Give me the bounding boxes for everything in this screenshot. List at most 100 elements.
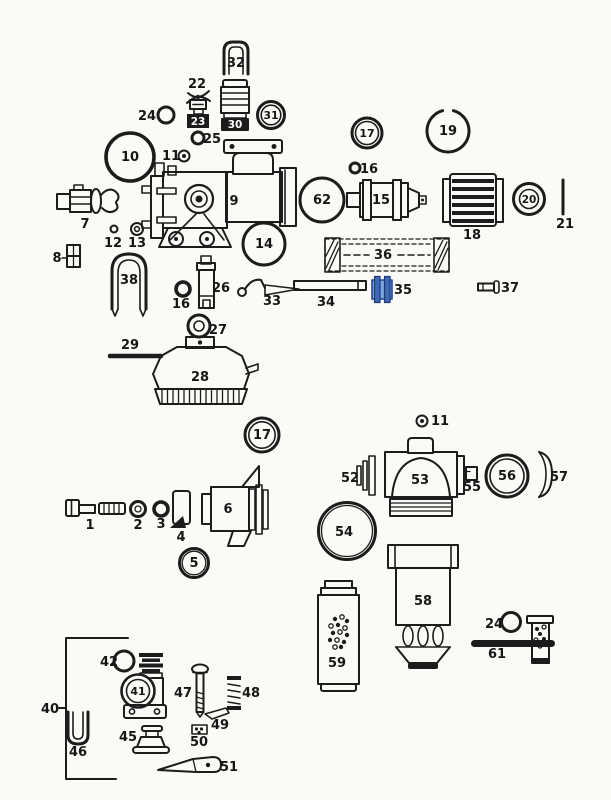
part-61-label: 61 bbox=[488, 647, 506, 662]
part-26-piston[interactable]: 26 bbox=[196, 255, 230, 309]
part-14-label: 14 bbox=[255, 237, 273, 252]
part-49-clip[interactable]: 49 bbox=[204, 707, 230, 733]
part-17-ring-a[interactable]: 17 bbox=[350, 116, 384, 150]
part-29-strip[interactable]: 29 bbox=[107, 338, 164, 359]
part-17-label-b: 17 bbox=[253, 428, 271, 443]
part-7-valve-fitting[interactable]: 7 bbox=[56, 184, 120, 232]
part-27-label: 27 bbox=[209, 323, 227, 338]
part-55-block[interactable]: 55 bbox=[463, 466, 481, 495]
part-42-o-ring[interactable]: 42 bbox=[100, 649, 136, 673]
part-54-seal-ring[interactable]: 54 bbox=[317, 501, 377, 561]
part-51-lever[interactable]: 51 bbox=[157, 756, 238, 775]
part-61-bar[interactable]: 61 bbox=[471, 640, 555, 662]
part-14-ring[interactable]: 14 bbox=[241, 221, 287, 267]
part-58-bowl[interactable]: 58 bbox=[387, 544, 459, 669]
part-24-o-ring-b[interactable]: 24 bbox=[485, 611, 522, 633]
part-11-label-a: 11 bbox=[162, 149, 180, 164]
part-11-grommet-b[interactable]: 11 bbox=[415, 414, 450, 429]
part-28-label: 28 bbox=[191, 370, 209, 385]
part-37-screw[interactable]: 37 bbox=[477, 280, 519, 296]
part-3-label: 3 bbox=[156, 517, 165, 532]
part-18-label: 18 bbox=[463, 228, 481, 243]
part-12-nut[interactable]: 12 bbox=[104, 224, 122, 252]
part-33-lever[interactable]: 33 bbox=[237, 278, 300, 309]
part-40-label: 40 bbox=[41, 702, 59, 717]
part-48-spring[interactable]: 48 bbox=[227, 676, 260, 710]
part-52-discs[interactable]: 52 bbox=[341, 455, 376, 496]
part-8-clip[interactable]: 8 bbox=[52, 244, 81, 268]
part-24-label-b: 24 bbox=[485, 617, 503, 632]
part-22-spring-clip[interactable]: 22 bbox=[186, 77, 211, 104]
part-18-knurled-cap[interactable]: 18 bbox=[442, 173, 504, 243]
part-32-clip[interactable]: 32 bbox=[222, 40, 250, 76]
part-55-label: 55 bbox=[463, 480, 481, 495]
part-5-ring[interactable]: 5 bbox=[178, 547, 210, 579]
part-34-rod[interactable]: 34 bbox=[293, 280, 367, 310]
part-23-plug[interactable]: 23 bbox=[187, 99, 209, 128]
part-57-label: 57 bbox=[550, 470, 568, 485]
part-7-label: 7 bbox=[80, 217, 89, 232]
part-54-label: 54 bbox=[335, 525, 353, 540]
part-62-ring[interactable]: 62 bbox=[298, 176, 346, 224]
part-50-plate[interactable]: 50 bbox=[190, 724, 208, 750]
part-10-ring[interactable]: 10 bbox=[104, 131, 156, 183]
part-46-boot[interactable]: 46 bbox=[66, 710, 90, 760]
part-41-pump-cover[interactable]: 41 bbox=[120, 653, 167, 719]
part-2-washer[interactable]: 2 bbox=[129, 500, 147, 534]
part-42-label: 42 bbox=[100, 655, 118, 670]
part-35-label: 35 bbox=[394, 283, 412, 298]
part-30-filter-element[interactable]: 30 bbox=[220, 79, 250, 131]
part-37-label: 37 bbox=[501, 281, 519, 296]
part-59-filter-canister[interactable]: 59 bbox=[317, 580, 360, 692]
part-4-label: 4 bbox=[176, 530, 185, 545]
part-52-label: 52 bbox=[341, 471, 359, 486]
part-53-cover[interactable]: 53 bbox=[384, 437, 465, 517]
part-15-plunger[interactable]: 15 bbox=[346, 179, 427, 221]
part-16-label-b: 16 bbox=[172, 297, 190, 312]
part-47-screw[interactable]: 47 bbox=[174, 663, 209, 718]
part-5-label: 5 bbox=[189, 556, 198, 571]
part-45-label: 45 bbox=[119, 730, 137, 745]
part-56-ring[interactable]: 56 bbox=[484, 453, 530, 499]
part-21-pin[interactable]: 21 bbox=[556, 178, 574, 232]
part-38-u-bolt[interactable]: 38 bbox=[110, 252, 148, 317]
part-16-o-ring-b[interactable]: 16 bbox=[172, 280, 192, 312]
part-48-label: 48 bbox=[242, 686, 260, 701]
part-20-ring[interactable]: 20 bbox=[512, 182, 546, 216]
part-2-label: 2 bbox=[133, 518, 142, 533]
part-27-ring[interactable]: 27 bbox=[186, 313, 227, 339]
part-16-o-ring-a[interactable]: 16 bbox=[348, 161, 378, 177]
part-46-label: 46 bbox=[69, 745, 87, 760]
part-60-insert[interactable] bbox=[526, 615, 554, 664]
part-4-sleeve[interactable]: 4 bbox=[170, 490, 191, 545]
part-57-disc[interactable]: 57 bbox=[538, 451, 568, 498]
part-25-label: 25 bbox=[203, 132, 221, 147]
part-6-housing[interactable]: 6 bbox=[201, 465, 269, 547]
part-25-clip[interactable]: 25 bbox=[190, 130, 221, 147]
part-50-label: 50 bbox=[190, 735, 208, 750]
part-19-snap-ring[interactable]: 19 bbox=[425, 109, 471, 154]
part-21-label: 21 bbox=[556, 217, 574, 232]
part-45-cap[interactable]: 45 bbox=[119, 725, 170, 754]
part-35-selected-part[interactable]: 35 bbox=[371, 275, 412, 304]
part-9-label: 9 bbox=[229, 194, 238, 209]
part-53-label: 53 bbox=[411, 473, 429, 488]
part-12-label: 12 bbox=[104, 236, 122, 251]
part-3-ring[interactable]: 3 bbox=[152, 500, 170, 532]
part-17-ring-b[interactable]: 17 bbox=[243, 416, 281, 454]
part-36-spring-assembly[interactable]: 36 bbox=[324, 237, 450, 273]
part-13-grommet[interactable]: 13 bbox=[128, 222, 146, 251]
part-16-label-a: 16 bbox=[360, 162, 378, 177]
part-58-label: 58 bbox=[414, 594, 432, 609]
part-11-grommet-a[interactable]: 11 bbox=[162, 149, 191, 164]
part-28-float-bowl[interactable]: 28 bbox=[152, 336, 259, 405]
part-24-o-ring-a[interactable]: 24 bbox=[138, 105, 176, 125]
part-30-label: 30 bbox=[228, 119, 243, 131]
part-40-bracket-group[interactable]: 40 bbox=[41, 637, 129, 780]
part-31-ring[interactable]: 31 bbox=[256, 100, 286, 130]
part-9-carburetor-body[interactable]: 9 bbox=[141, 139, 297, 248]
part-1-label: 1 bbox=[85, 518, 94, 533]
part-62-label: 62 bbox=[313, 193, 331, 208]
part-1-bolt[interactable]: 1 bbox=[65, 499, 126, 533]
